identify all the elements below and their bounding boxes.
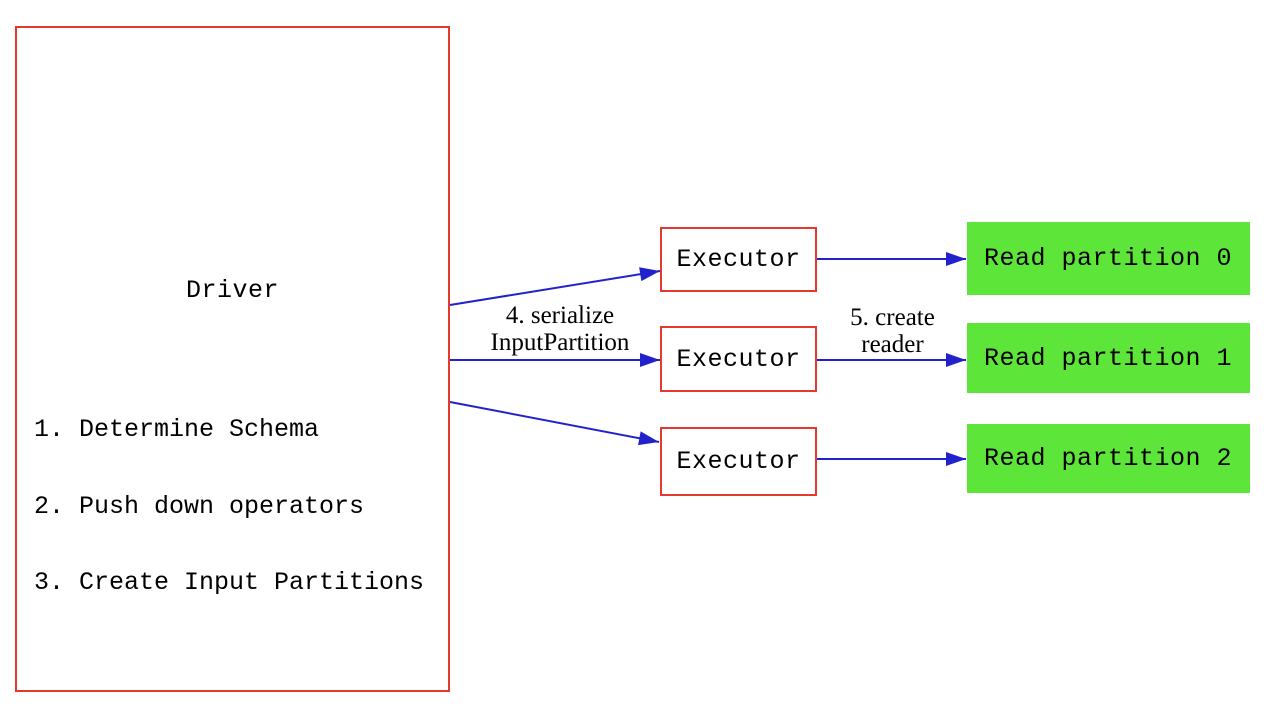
create-reader-label-line1: 5. create — [850, 304, 935, 331]
executor-label-1: Executor — [676, 344, 801, 374]
partition-label-0: Read partition 0 — [984, 244, 1233, 273]
partition-box-0: Read partition 0 — [967, 222, 1250, 295]
partition-box-2: Read partition 2 — [967, 424, 1250, 493]
arrow-driver-to-executor-0 — [449, 267, 661, 306]
serialize-label-line1: 4. serialize — [505, 302, 615, 329]
executor-label-0: Executor — [676, 245, 801, 274]
driver-step-2: 2. Push down operators — [34, 491, 365, 521]
driver-steps: 1. Determine Schema 2. Push down operato… — [34, 366, 446, 647]
driver-title: Driver — [185, 276, 279, 305]
serialize-label-line2: InputPartition — [490, 329, 630, 356]
executor-box-0: Executor — [660, 227, 817, 292]
partition-label-2: Read partition 2 — [984, 444, 1233, 473]
driver-box: Driver 1. Determine Schema 2. Push down … — [15, 26, 450, 692]
partition-box-1: Read partition 1 — [967, 323, 1250, 393]
serialize-inputpartition-label: 4. serialize InputPartition — [450, 302, 670, 356]
driver-step-3: 3. Create Input Partitions — [34, 568, 425, 597]
driver-step-1: 1. Determine Schema — [34, 415, 320, 444]
executor-label-2: Executor — [676, 447, 801, 476]
executor-box-2: Executor — [660, 427, 817, 496]
executor-box-1: Executor — [660, 326, 817, 392]
arrow-driver-to-executor-2 — [449, 401, 660, 446]
partition-label-1: Read partition 1 — [984, 343, 1233, 373]
create-reader-label-line2: reader — [861, 331, 924, 358]
create-reader-label: 5. create reader — [800, 304, 985, 358]
